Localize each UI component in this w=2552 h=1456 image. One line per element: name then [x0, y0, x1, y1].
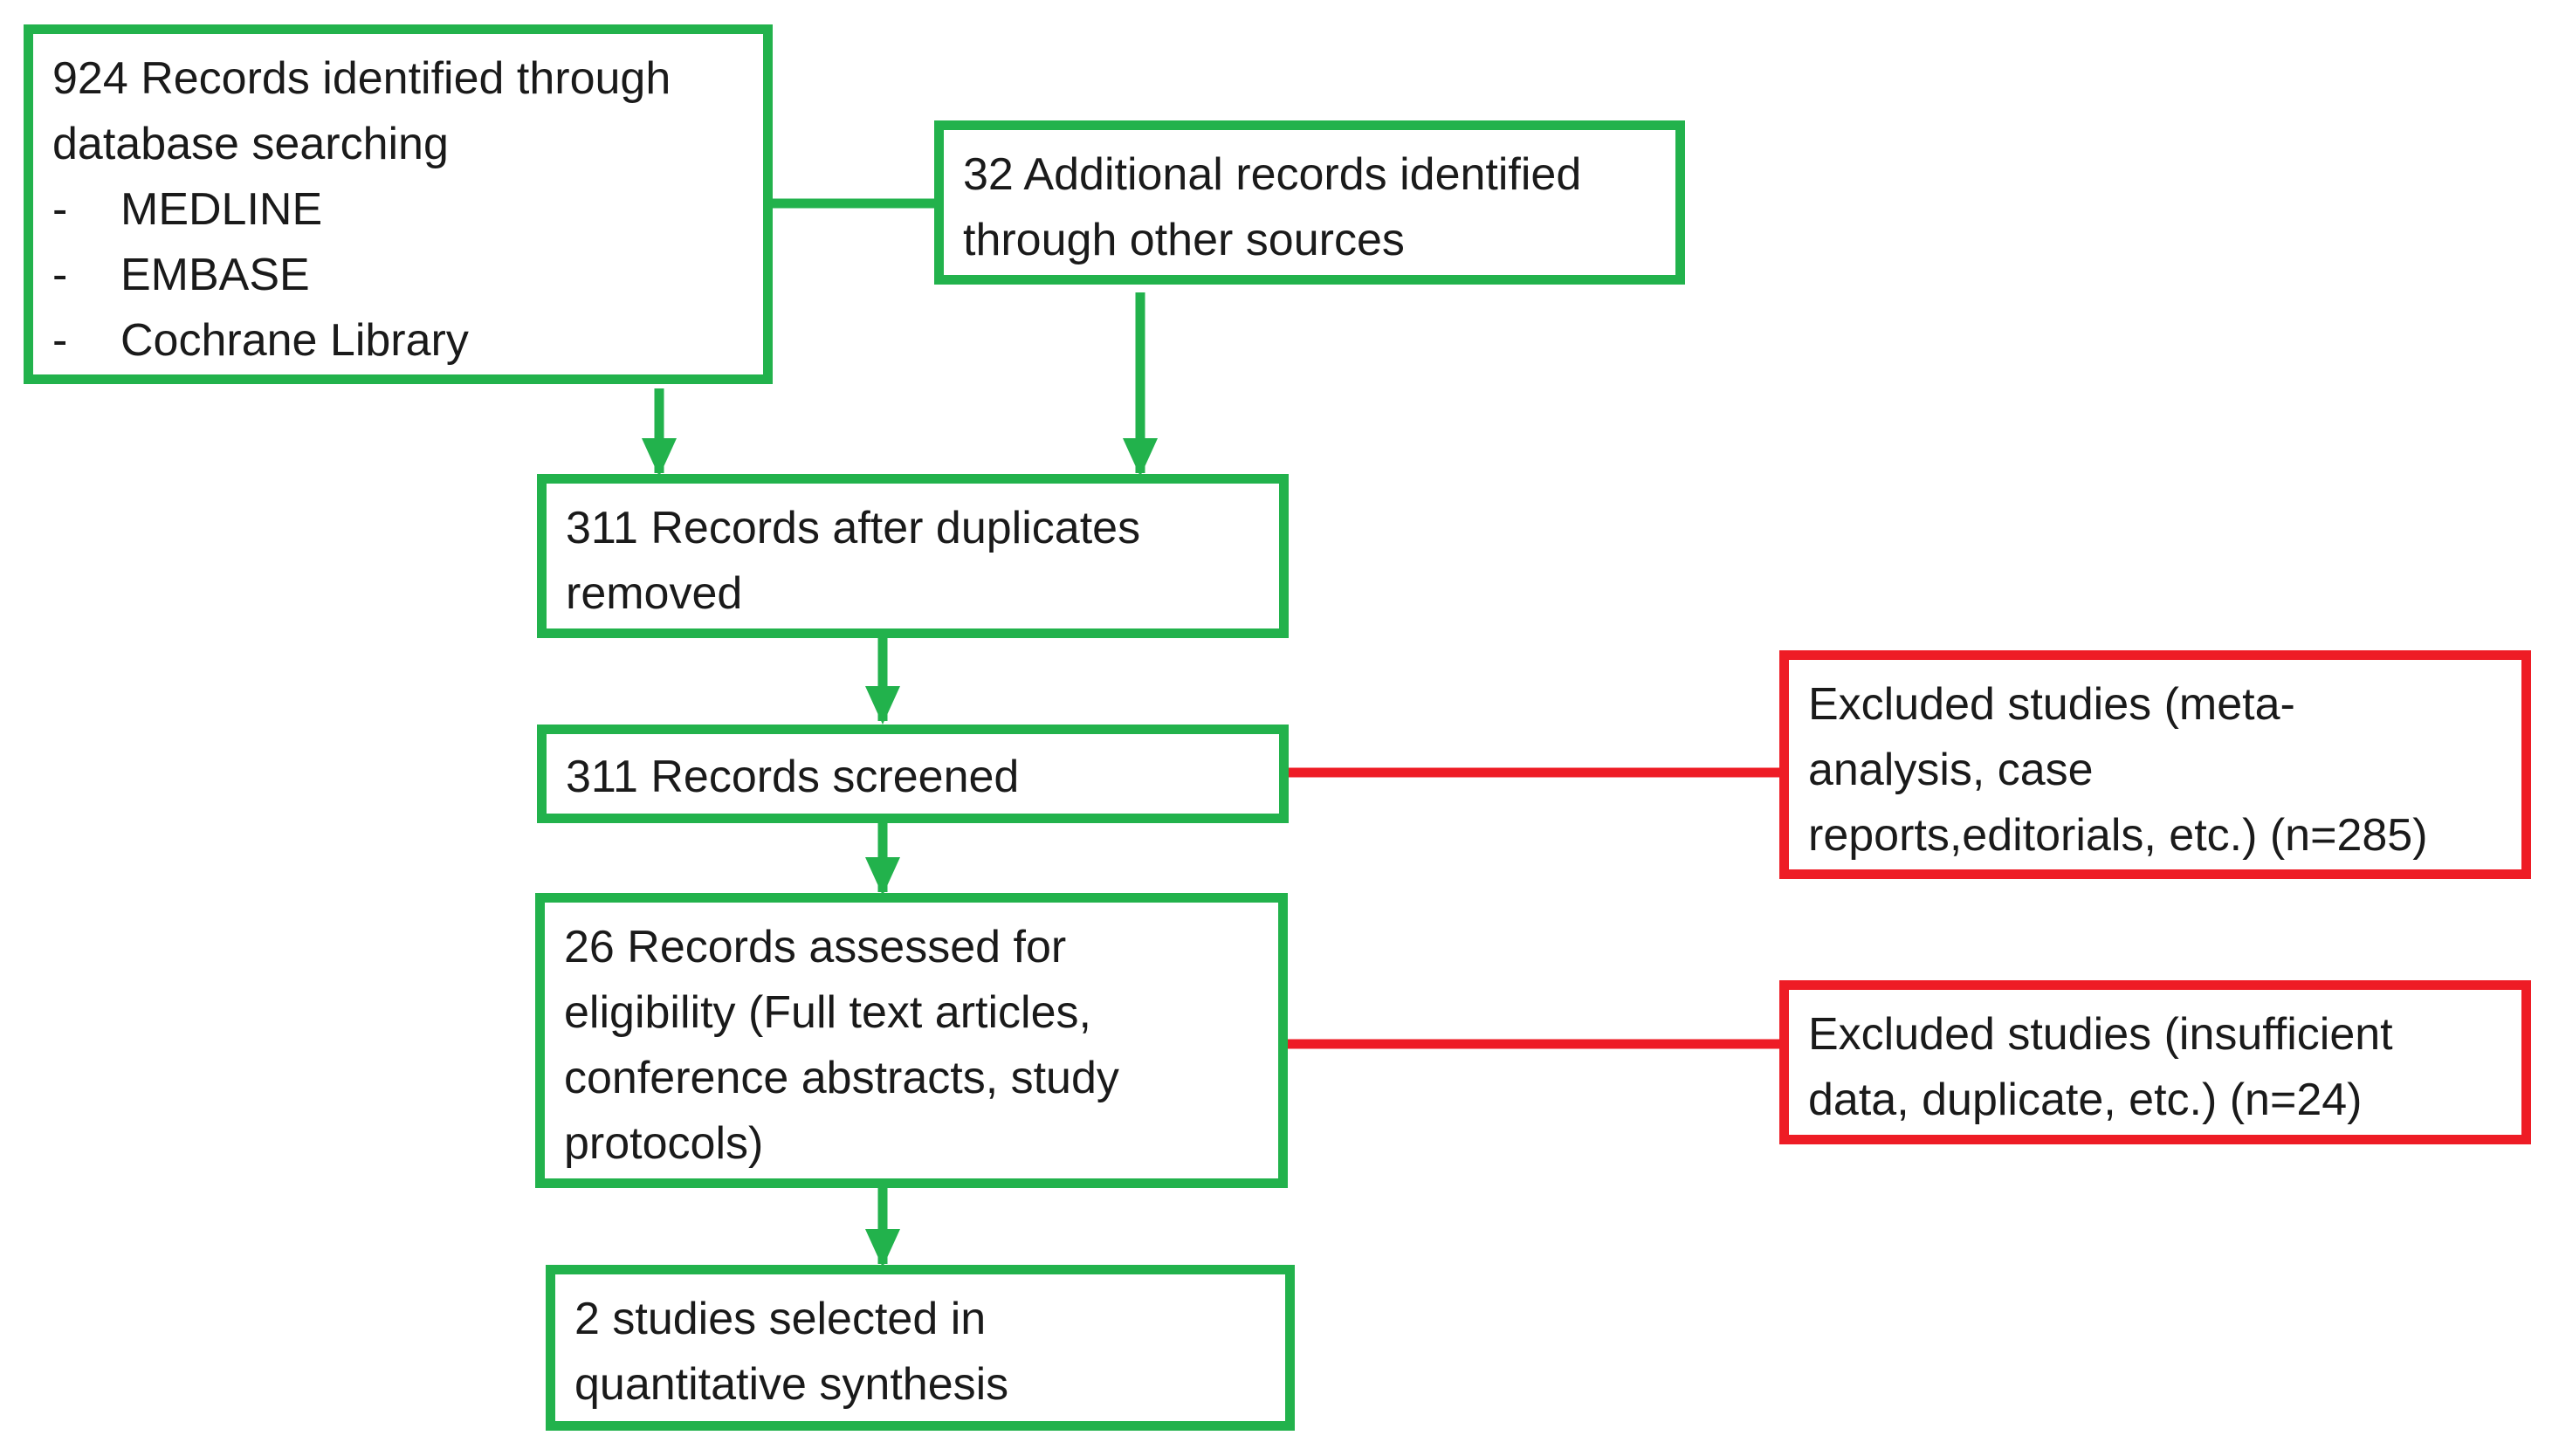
excluded-screening-line-2: analysis, case [1808, 745, 2094, 795]
source-label: EMBASE [120, 250, 310, 300]
eligibility-box: 26 Records assessed for eligibility (Ful… [535, 893, 1288, 1188]
excluded-screening-box: Excluded studies (meta- analysis, case r… [1779, 650, 2531, 879]
database-source-list: - MEDLINE - EMBASE - Cochrane Library [52, 177, 744, 374]
excluded-screening-line-3: reports,editorials, etc.) (n=285) [1808, 810, 2428, 861]
source-label: Cochrane Library [120, 315, 469, 366]
excluded-eligibility-line-2: data, duplicate, etc.) (n=24) [1808, 1075, 2363, 1125]
excluded-eligibility-box: Excluded studies (insufficient data, dup… [1779, 980, 2531, 1144]
duplicates-removed-box: 311 Records after duplicates removed [537, 474, 1289, 638]
source-item-medline: - MEDLINE [52, 177, 744, 243]
included-line-2: quantitative synthesis [574, 1359, 1009, 1410]
duplicates-removed-line-1: 311 Records after duplicates [566, 503, 1141, 553]
included-line-1: 2 studies selected in [574, 1294, 987, 1344]
excluded-screening-line-1: Excluded studies (meta- [1808, 679, 2295, 730]
database-search-box: 924 Records identified through database … [24, 24, 773, 384]
source-item-cochrane: - Cochrane Library [52, 308, 744, 374]
other-sources-line-1: 32 Additional records identified [963, 149, 1582, 200]
list-bullet: - [52, 184, 68, 235]
other-sources-line-2: through other sources [963, 215, 1405, 265]
eligibility-line-2: eligibility (Full text articles, [564, 987, 1091, 1038]
other-sources-box: 32 Additional records identified through… [934, 120, 1685, 285]
list-bullet: - [52, 315, 68, 366]
list-bullet: - [52, 250, 68, 300]
database-search-line-2: database searching [52, 119, 449, 169]
source-label: MEDLINE [120, 184, 323, 235]
database-search-line-1: 924 Records identified through [52, 53, 671, 104]
source-item-embase: - EMBASE [52, 243, 744, 308]
eligibility-line-3: conference abstracts, study [564, 1053, 1119, 1103]
eligibility-line-1: 26 Records assessed for [564, 922, 1067, 972]
excluded-eligibility-line-1: Excluded studies (insufficient [1808, 1009, 2393, 1060]
included-studies-box: 2 studies selected in quantitative synth… [546, 1265, 1295, 1431]
screened-line-1: 311 Records screened [566, 752, 1020, 802]
screened-box: 311 Records screened [537, 725, 1289, 823]
duplicates-removed-line-2: removed [566, 568, 743, 619]
eligibility-line-4: protocols) [564, 1118, 764, 1169]
